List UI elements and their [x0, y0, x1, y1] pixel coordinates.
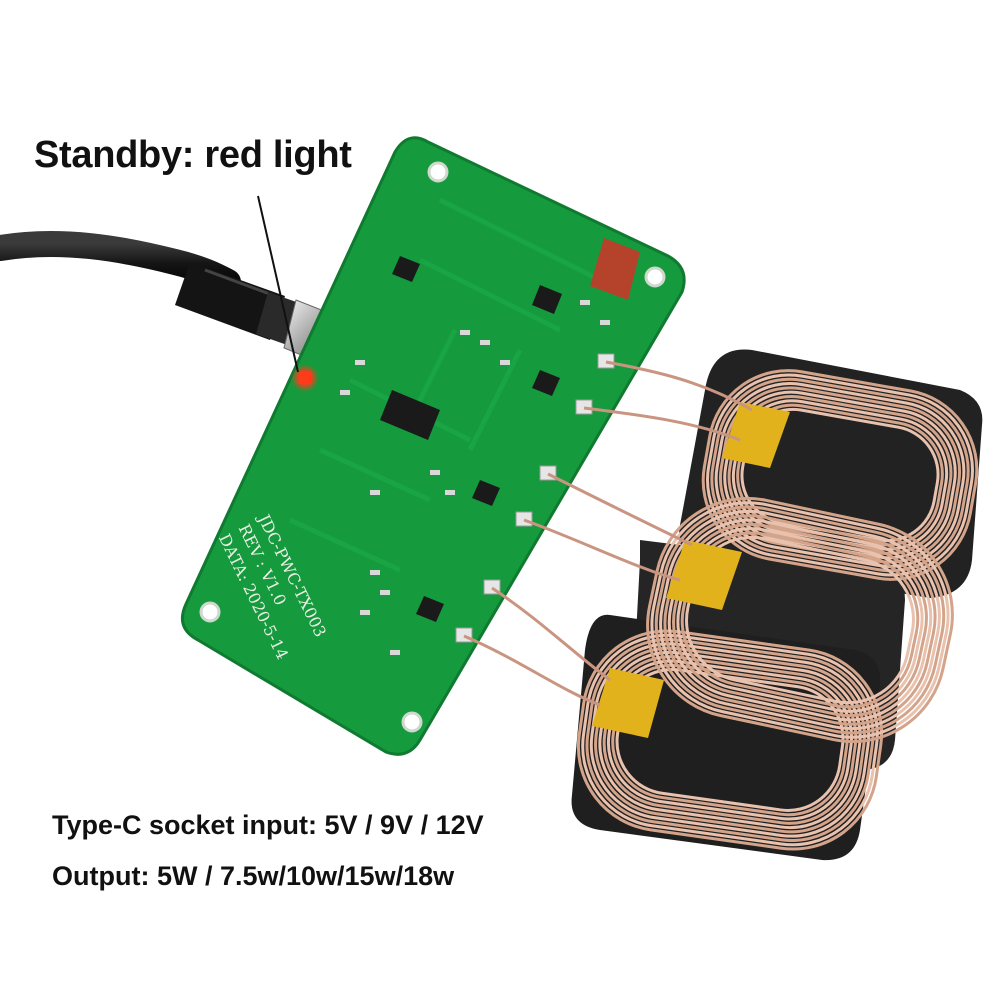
tape-band	[666, 540, 742, 610]
coil-wires	[463, 360, 753, 707]
ic-chip	[416, 596, 444, 622]
coil-winding	[650, 501, 950, 739]
input-caption: Type-C socket input: 5V / 9V / 12V	[52, 810, 484, 840]
coil-assembly	[571, 349, 983, 861]
annotation-line	[257, 195, 299, 373]
ic-chip	[392, 256, 420, 282]
standby-caption: Standby: red light	[34, 134, 352, 176]
capacitor	[590, 238, 640, 300]
coil-winding	[646, 496, 954, 744]
coil-winding	[714, 382, 966, 568]
usb-c-cable	[0, 230, 353, 371]
mounting-hole	[401, 711, 423, 733]
ic-chip	[380, 390, 440, 440]
mounting-hole	[644, 266, 666, 288]
tape-band	[592, 668, 664, 738]
coil-pad	[597, 353, 615, 369]
coil-winding	[576, 629, 884, 851]
output-caption: Output: 5W / 7.5w/10w/15w/18w	[52, 861, 455, 891]
tape-band	[722, 402, 790, 468]
coil-winding	[659, 509, 941, 731]
coil-pad	[575, 399, 593, 415]
mounting-hole	[427, 161, 449, 183]
coil-winding	[585, 638, 875, 842]
coil-winding	[654, 505, 946, 735]
coil-winding	[581, 633, 879, 847]
mounting-hole	[199, 601, 221, 623]
coil-winding	[706, 373, 974, 577]
status-led	[299, 372, 311, 384]
ic-chip	[532, 370, 560, 396]
coil-winding	[701, 369, 979, 581]
ic-chip	[532, 285, 562, 314]
coil-pad	[515, 511, 533, 527]
pcb-board: JDC-PWC-TX003 REV : V1.0 DATA: 2020-5-14	[181, 136, 686, 756]
ic-chip	[472, 480, 500, 506]
coil-winding	[710, 377, 970, 573]
